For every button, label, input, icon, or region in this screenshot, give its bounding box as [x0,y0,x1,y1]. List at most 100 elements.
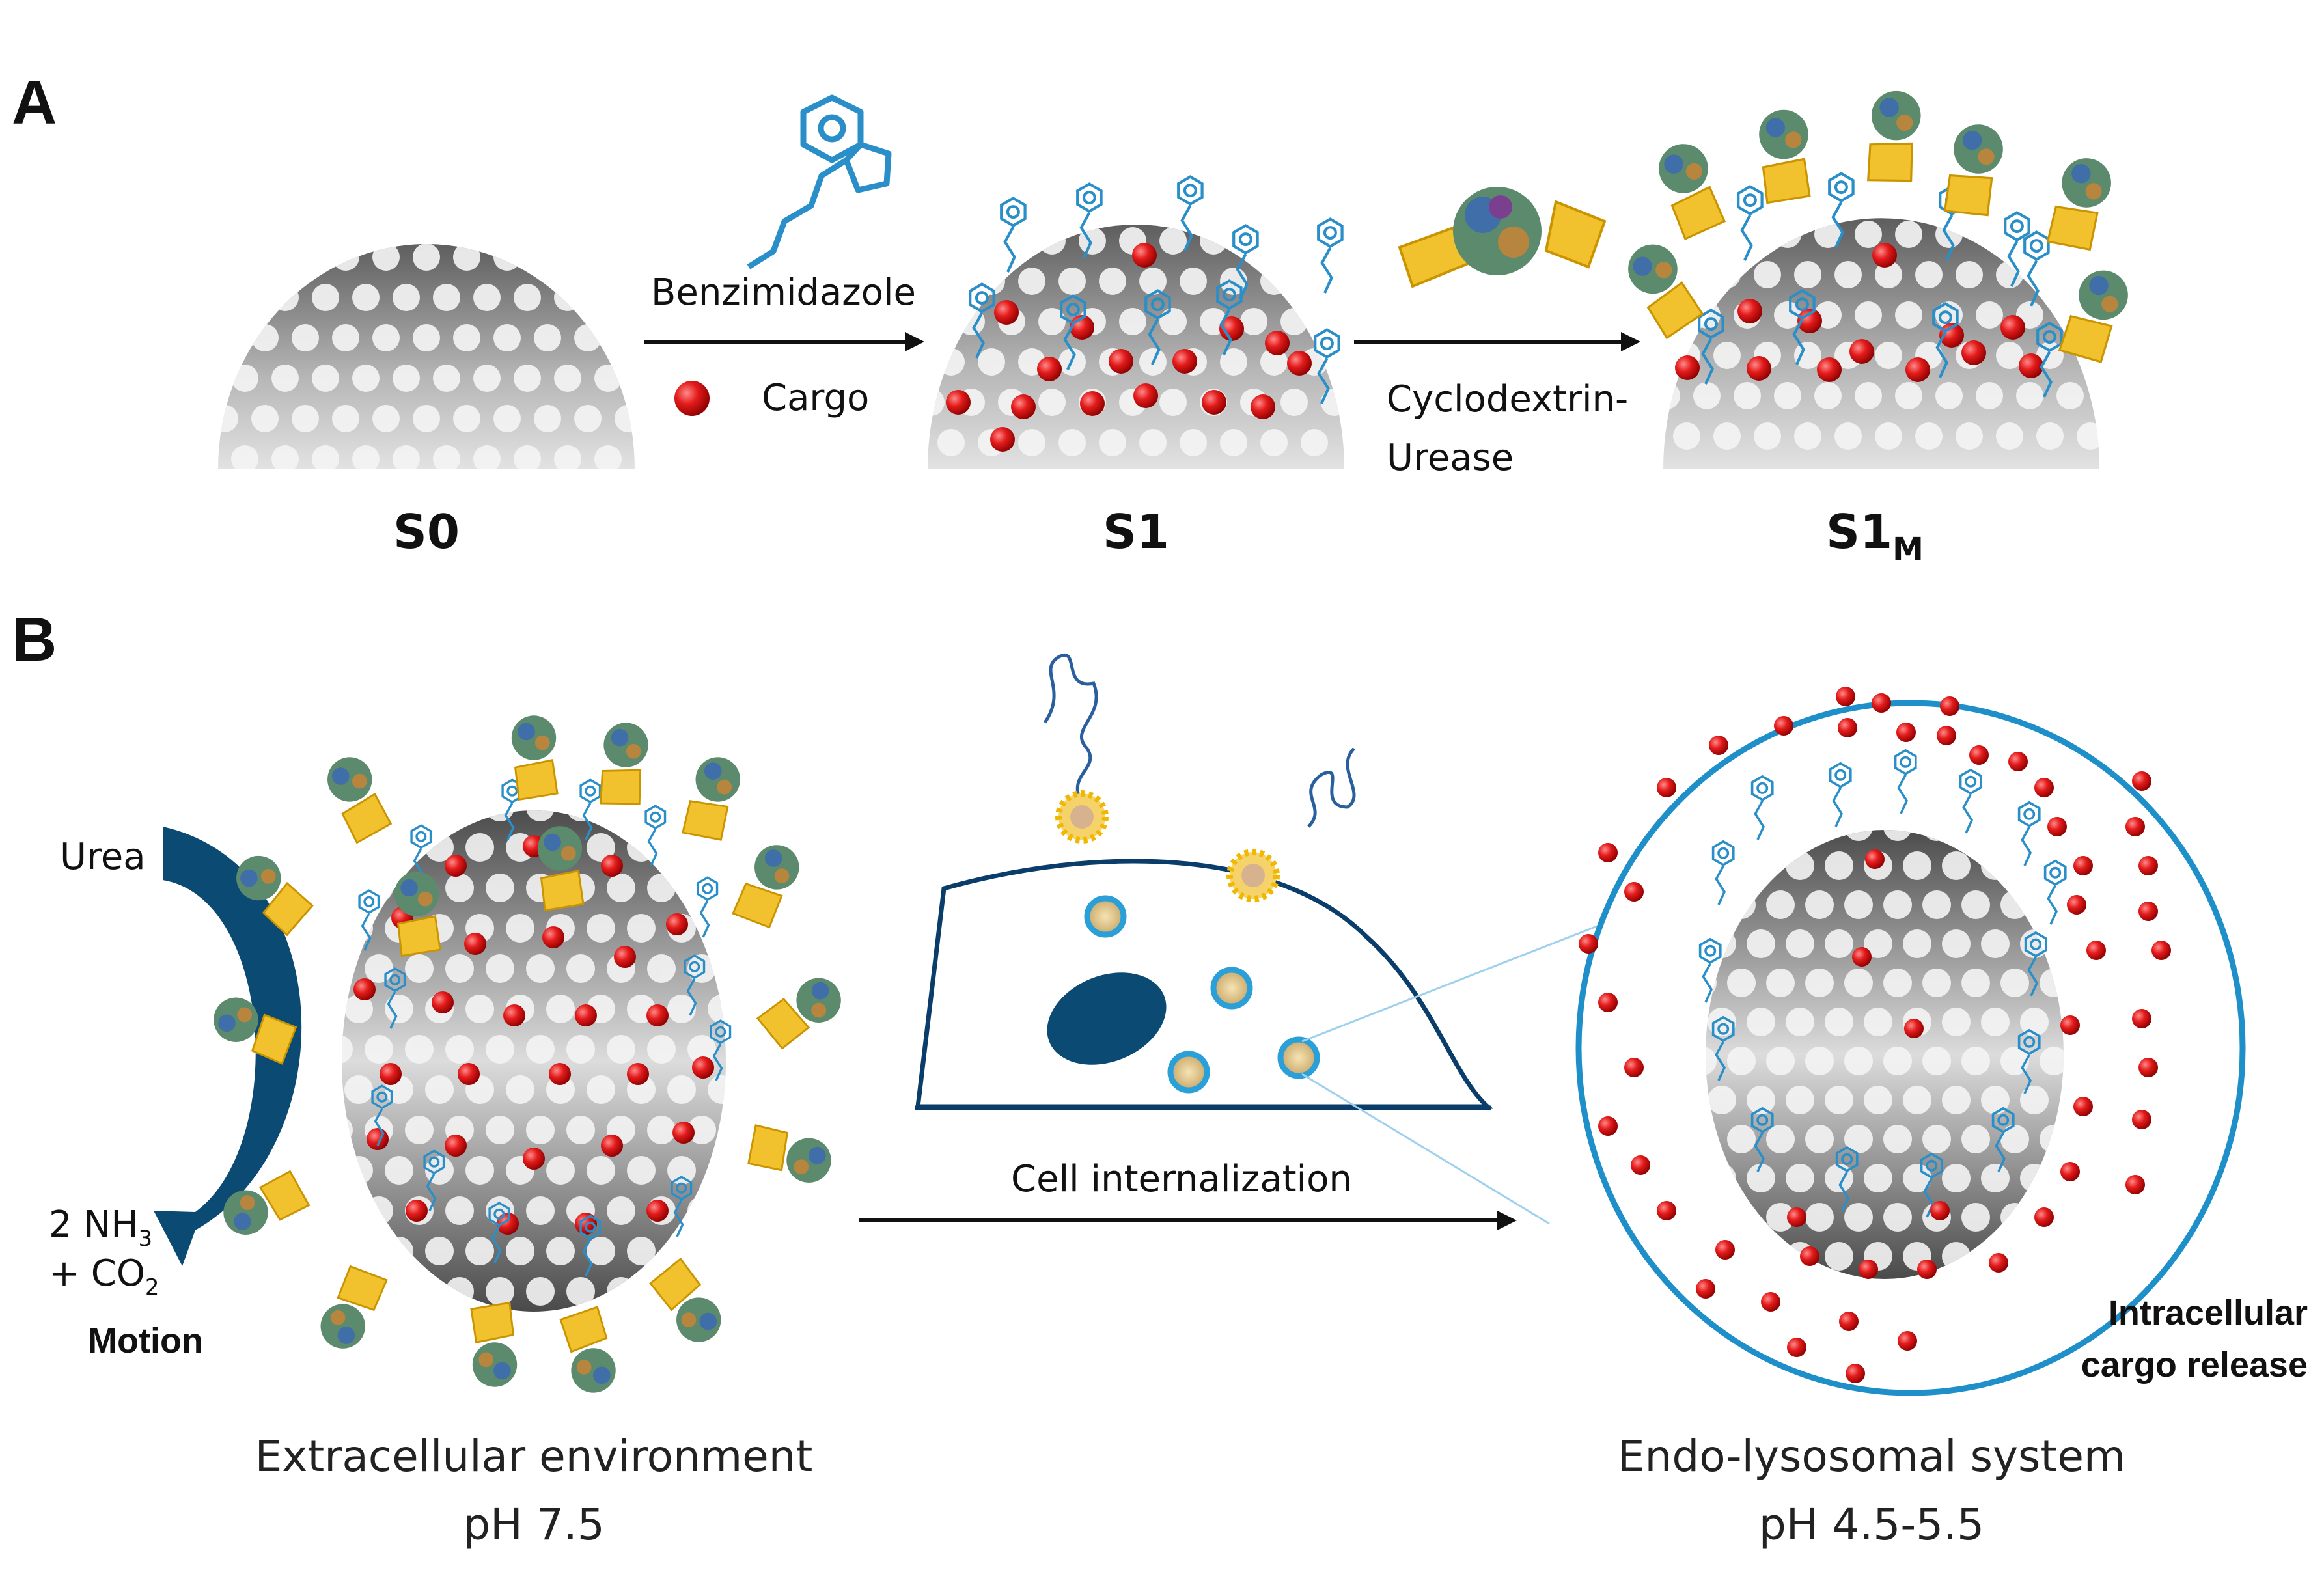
benzimidazole-molecule-icon [747,94,892,269]
cargo-molecule [1872,693,1891,713]
endosome-vesicle [1210,967,1253,1010]
cyclodextrin-urease-gate [236,855,314,937]
cargo-molecule [1579,934,1598,954]
benzimidazole-linker [1060,294,1086,370]
benzimidazole-linker [423,1149,445,1211]
reagent-cyclodextrin: Cyclodextrin- [1387,378,1628,420]
cargo-molecule [1598,993,1618,1012]
internalization-label: Cell internalization [1011,1158,1352,1200]
cargo-molecule [367,1128,389,1150]
cargo-molecule [575,1004,597,1026]
cargo-molecule [1657,778,1676,797]
cyclodextrin-urease-icon [1398,187,1607,288]
nanomotor-particle [214,715,841,1393]
cargo-molecule [2000,315,2025,340]
benzimidazole-linker [1835,1146,1859,1211]
cyclodextrin-urease-gate [747,1124,831,1183]
benzimidazole-linker [579,778,602,840]
cargo-molecule [1961,340,1986,365]
benzimidazole-linker [1789,289,1816,365]
cargo-molecule [1287,351,1312,376]
cyclodextrin-urease-gate [1628,244,1704,340]
cargo-molecule [464,933,486,955]
cyclodextrin-urease-gate [511,715,559,801]
cargo-molecule [1747,356,1771,381]
particle-s0 [218,244,635,469]
cargo-molecule [2138,856,2158,875]
cargo-molecule [523,1148,545,1170]
panel-label-b: B [12,605,57,674]
cargo-molecule [1836,687,1855,706]
cargo-molecule [646,1004,669,1026]
particle-s1m [1628,90,2128,469]
cyclodextrin-urease-gate [682,757,740,841]
cyclodextrin-urease-gate [537,826,585,912]
cargo-molecule [666,913,688,935]
cyclodextrin-urease-gate [1759,109,1811,204]
cargo-molecule [542,926,564,948]
cargo-molecule [1133,383,1158,408]
cargo-molecule [1849,339,1874,364]
cyclodextrin-urease-gate [1943,124,2003,217]
caption-ph-extracellular: pH 7.5 [463,1500,604,1550]
cargo-molecule [1624,1058,1644,1077]
benzimidazole-linker [488,1202,510,1263]
stage-label-s0: S0 [393,504,460,559]
cargo-molecule [2073,856,2093,875]
cargo-molecule [2008,752,2028,771]
cargo-molecule [1011,394,1036,419]
cyclodextrin-urease-gate [470,1301,518,1387]
benzimidazole-linker [1317,217,1344,294]
benzimidazole-linker [384,967,406,1029]
cargo-molecule [1037,357,1062,381]
benzimidazole-linker [1076,182,1103,258]
reagent-urease: Urease [1387,437,1514,479]
cargo-molecule [1598,843,1618,862]
cargo-molecule [2067,895,2086,915]
benzimidazole-linker [1920,1152,1943,1218]
cargo-molecule [1872,243,1897,268]
step2-arrow [1354,332,1640,351]
benzimidazole-linker [1000,197,1027,273]
cargo-molecule [614,946,636,968]
release-label-line1: Intracellular [2109,1293,2308,1332]
cyclodextrin-urease-gate [1867,90,1921,182]
cargo-molecule [1696,1279,1715,1299]
cargo-molecule [601,855,623,877]
cargo-molecule [1787,1207,1806,1227]
benzimidazole-linker [2036,322,2063,398]
reagent-benzimidazole: Benzimidazole [651,271,916,314]
stage-label-s1m: S1M [1826,504,1924,568]
cargo-molecule [458,1063,480,1085]
benzimidazole-linker [1991,1107,2015,1172]
benzimidazole-linker [1711,840,1735,905]
benzimidazole-linker [2004,211,2030,287]
cargo-molecule [1917,1260,1937,1279]
benzimidazole-linker [1232,224,1259,300]
cyclodextrin-urease-gate [649,1257,721,1342]
benzimidazole-linker [1737,185,1764,261]
cargo-molecule [1797,309,1822,333]
cargo-molecule [1969,745,1989,765]
benzimidazole-linker [1829,762,1852,827]
cargo-molecule [1865,849,1885,869]
endosome-vesicle [1084,895,1127,938]
step1-arrow [644,332,924,351]
benzimidazole-linker [671,1176,693,1237]
benzimidazole-linker [1698,937,1722,1003]
benzimidazole-linker [1894,749,1917,814]
cargo-molecule [1624,882,1644,902]
nanomotor-approaching-icon [1226,747,1356,902]
benzimidazole-linker [2017,1028,2041,1094]
cargo-molecule [1598,1116,1618,1136]
cyclodextrin-urease-gate [756,978,841,1050]
cyclodextrin-urease-gate [327,757,393,844]
cargo-molecule [1937,726,1956,745]
cargo-molecule [2138,902,2158,921]
cargo-molecule [503,1004,525,1026]
cargo-molecule [1817,357,1842,382]
cargo-molecule [445,855,467,877]
cargo-molecule [1838,718,1857,737]
release-label-line2: cargo release [2081,1345,2308,1384]
cargo-molecule [1774,716,1793,736]
